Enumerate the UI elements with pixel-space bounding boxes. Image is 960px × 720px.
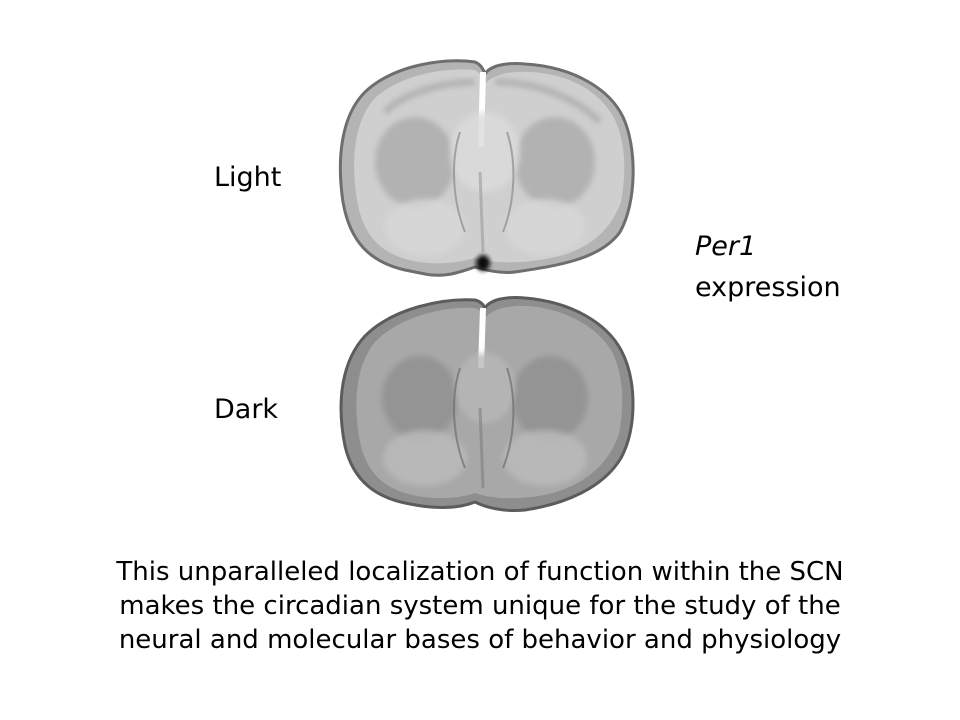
caption-line-1: This unparalleled localization of functi…: [116, 557, 844, 587]
gene-expression-word: expression: [695, 272, 841, 303]
caption-line-3: neural and molecular bases of behavior a…: [118, 625, 842, 655]
brain-section-dark-image: [325, 288, 655, 533]
dark-condition-label: Dark: [214, 394, 279, 425]
light-condition-label: Light: [214, 162, 282, 193]
gene-name: Per1: [695, 231, 757, 262]
brain-section-light-image: [325, 52, 655, 297]
slide-caption: This unparalleled localization of functi…: [30, 555, 930, 657]
caption-line-2: makes the circadian system unique for th…: [119, 591, 841, 621]
gene-expression-label: Per1 expression: [695, 226, 841, 308]
